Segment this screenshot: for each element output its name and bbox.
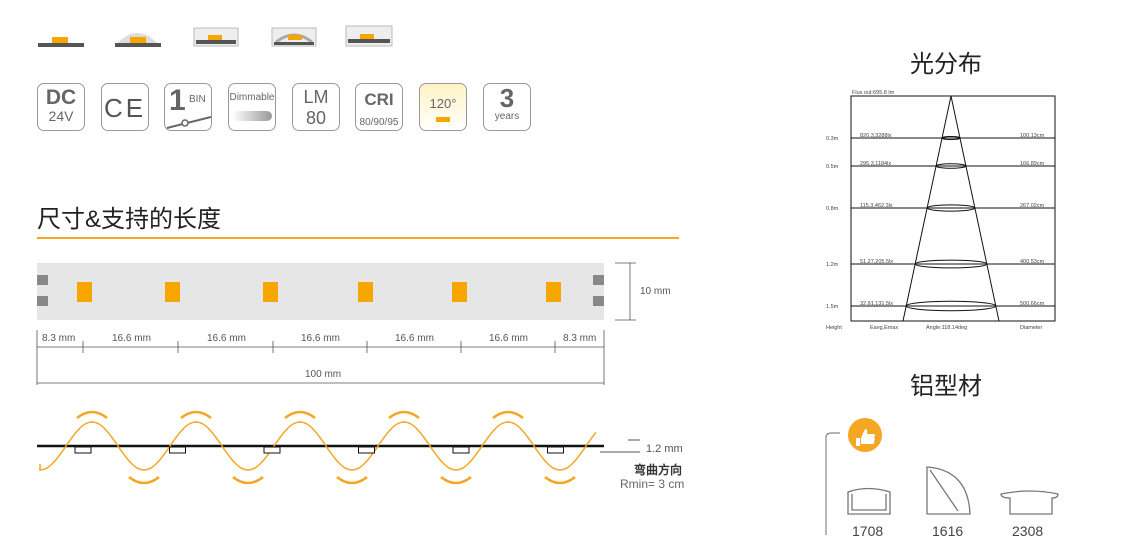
- height-value: 0.8m: [826, 206, 839, 212]
- bend-arrow-down: [232, 475, 264, 485]
- profile-label: 1616: [932, 523, 964, 539]
- cri-label: CRI: [364, 90, 394, 109]
- illuminance-value: 820.3,3288lx: [860, 133, 892, 139]
- slider-icon: [166, 116, 211, 129]
- bin-label: BIN: [189, 94, 206, 105]
- bend-arrow-down: [336, 475, 368, 485]
- led-chip: [358, 446, 375, 454]
- profile-label: 2308: [1012, 523, 1044, 539]
- segment-label: 16.6 mm: [301, 333, 340, 344]
- dome-strip-icon: [115, 33, 161, 47]
- curved-channel-icon: [271, 27, 317, 47]
- profile-label: 1708: [852, 523, 884, 539]
- height-value: 0.5m: [826, 164, 839, 170]
- bend-arrow-down: [440, 475, 472, 485]
- section-title: 尺寸&支持的长度: [37, 206, 222, 233]
- profiles-graphic: [825, 418, 1059, 535]
- min-radius-label: Rmin= 3 cm: [620, 477, 685, 491]
- profile-1708-icon: [847, 487, 891, 515]
- led-chip: [547, 446, 564, 454]
- strip-width-label: 10 mm: [640, 286, 671, 297]
- diameter-value: 166.89cm: [1020, 161, 1045, 167]
- diameter-value: 400.53cm: [1020, 259, 1045, 265]
- bending-diagram: [37, 410, 640, 485]
- profile-2308-icon: [1000, 490, 1059, 515]
- cri-values: 80/90/95: [359, 117, 399, 128]
- covered-channel-icon: [345, 25, 393, 47]
- dimmable-badge: Dimmable: [228, 83, 276, 131]
- flux-label: Flux out:695.8 lm: [852, 90, 895, 96]
- segment-label: 16.6 mm: [489, 333, 528, 344]
- led-chip: [263, 446, 281, 454]
- bend-wave: [39, 421, 597, 471]
- ce-mark: CE: [103, 93, 147, 123]
- bin-number: 1: [169, 84, 186, 117]
- mounting-icons: [38, 25, 393, 47]
- bend-arrow-up: [388, 410, 420, 420]
- thickness-label: 1.2 mm: [646, 443, 683, 455]
- diameter-header: Diameter: [1020, 325, 1042, 331]
- segment-label: 16.6 mm: [112, 333, 151, 344]
- illuminance-value: 295.3,1184lx: [860, 161, 891, 167]
- badge-text: DC: [45, 86, 77, 109]
- height-value: 1.2m: [826, 262, 839, 268]
- led-chip: [452, 446, 470, 454]
- lm-value: 80: [305, 108, 327, 128]
- diameter-value: 500.66cm: [1020, 301, 1045, 307]
- warranty-years: 3: [499, 83, 515, 113]
- angle-label: Angle:118.14deg: [926, 325, 967, 331]
- segment-label: 8.3 mm: [42, 333, 76, 344]
- profiles-title: 铝型材: [910, 373, 982, 400]
- bend-arrow-up: [180, 410, 212, 420]
- led-chip: [169, 446, 186, 454]
- height-value: 1.5m: [826, 304, 839, 310]
- strip-dimension-drawing: [36, 262, 636, 385]
- warranty-label: years: [494, 111, 520, 122]
- bracket-line: [825, 432, 840, 535]
- diameter-value: 100.13cm: [1020, 133, 1045, 139]
- lm-label: LM: [303, 87, 329, 107]
- led-chip-icon: [436, 117, 450, 122]
- badge-subtext: 24V: [48, 108, 74, 124]
- light-distribution-chart: Flux out:695.8 lm 0.3m 820.3,3288lx 100.13…: [826, 90, 1056, 331]
- illuminance-value: 51.27,205.5lx: [860, 259, 893, 265]
- channel-strip-icon: [193, 27, 239, 47]
- light-distribution-title: 光分布: [910, 51, 982, 78]
- segment-label: 16.6 mm: [207, 333, 246, 344]
- total-length-label: 100 mm: [305, 369, 342, 380]
- bend-arrow-up: [76, 410, 108, 420]
- segment-label: 16.6 mm: [395, 333, 434, 344]
- profile-1616-icon: [926, 466, 971, 515]
- flat-strip-icon: [38, 37, 84, 47]
- height-value: 0.3m: [826, 136, 839, 142]
- cri-badge: CRI 80/90/95: [355, 83, 403, 131]
- bend-arrow-down: [544, 475, 576, 485]
- diameter-value: 267.02cm: [1020, 203, 1045, 209]
- dimmable-label: Dimmable: [229, 92, 275, 103]
- ce-badge: CE: [101, 83, 149, 131]
- eavg-header: Eavg,Emax: [870, 325, 898, 331]
- title-underline: [37, 237, 679, 239]
- beam-angle: 120°: [429, 96, 457, 111]
- led-chip: [74, 446, 92, 454]
- beam-angle-badge: 120°: [419, 83, 467, 131]
- bend-arrow-down: [128, 475, 160, 485]
- bend-direction-label: 弯曲方向: [634, 463, 683, 477]
- segment-label: 8.3 mm: [563, 333, 597, 344]
- dimming-gradient: [232, 111, 272, 121]
- height-header: Height: [826, 325, 842, 331]
- bend-arrow-up: [284, 410, 316, 420]
- illuminance-value: 115.3,462.3lx: [860, 203, 893, 209]
- illuminance-value: 32.81,131.5lx: [860, 301, 893, 307]
- bend-arrow-up: [492, 410, 524, 420]
